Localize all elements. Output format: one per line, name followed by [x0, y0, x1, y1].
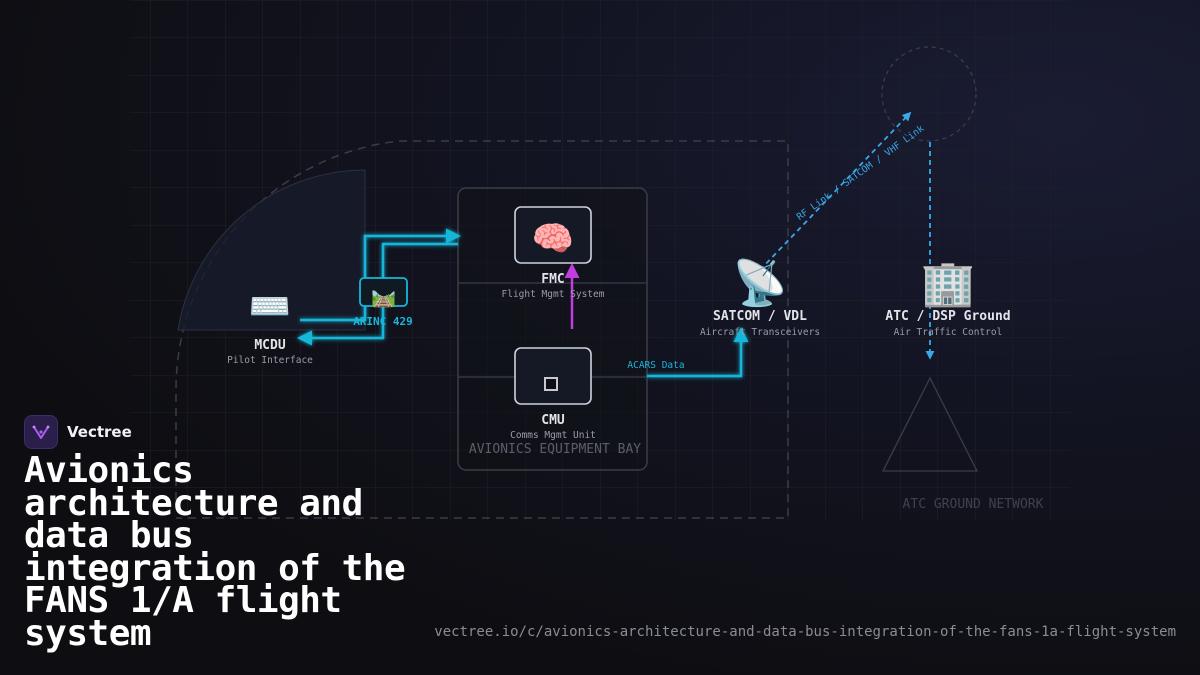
railway-track-icon: 🛤️: [371, 284, 396, 308]
brand-name: Vectree: [67, 423, 132, 441]
mcdu-sublabel: Pilot Interface: [227, 355, 313, 366]
atc-node[interactable]: 🏢 ATC / DSP Ground Air Traffic Control: [885, 258, 1010, 338]
fmc-label: FMC: [541, 272, 564, 287]
cmu-sublabel: Comms Mgmt Unit: [510, 430, 596, 441]
ground-network-triangle: [881, 376, 979, 472]
office-building-icon: 🏢: [921, 258, 976, 309]
atc-label: ATC / DSP Ground: [885, 309, 1010, 324]
cockpit-wedge: [177, 169, 366, 331]
satcom-node[interactable]: 📡 SATCOM / VDL Aircraft Transceivers: [700, 255, 820, 338]
brand[interactable]: Vectree: [24, 415, 132, 449]
vectree-logo-icon: [24, 415, 58, 449]
ground-zone-label: ATC GROUND NETWORK: [903, 497, 1044, 512]
square-icon: [544, 377, 558, 391]
acars-edge-label: ACARS Data: [627, 360, 684, 371]
satcom-sublabel: Aircraft Transceivers: [700, 327, 820, 338]
page-url[interactable]: vectree.io/c/avionics-architecture-and-d…: [434, 624, 1176, 640]
mcdu-label: MCDU: [254, 338, 285, 353]
bay-zone-label: AVIONICS EQUIPMENT BAY: [469, 442, 641, 457]
arinc-429-label: ARINC 429: [353, 315, 413, 328]
avionics-bay-zone: [457, 187, 648, 471]
cmu-node[interactable]: ▫️ CMU Comms Mgmt Unit: [510, 347, 596, 441]
brain-icon: 🧠: [532, 219, 574, 259]
cmu-icon-glyph: ▫️: [550, 387, 551, 389]
ground-station-ring: [881, 46, 977, 142]
mcdu-node[interactable]: ⌨️ MCDU Pilot Interface: [227, 287, 313, 366]
fmc-box: [514, 206, 592, 264]
arinc-429-node[interactable]: 🛤️ ARINC 429: [353, 277, 413, 328]
page-title: Avionics architecture and data bus integ…: [24, 450, 406, 654]
rf-uplink-line: [759, 111, 912, 271]
atc-sublabel: Air Traffic Control: [894, 327, 1003, 338]
aircraft-outline: [175, 140, 789, 519]
acars-line: [647, 327, 749, 378]
satellite-antenna-icon: 📡: [733, 255, 788, 309]
arinc-429-box: [359, 277, 408, 307]
fmc-sublabel: Flight Mgmt System: [502, 289, 605, 300]
satcom-label: SATCOM / VDL: [713, 309, 807, 324]
cmu-label: CMU: [541, 413, 565, 428]
keyboard-icon: ⌨️: [249, 287, 291, 327]
cmu-box: [514, 347, 592, 405]
fmc-node[interactable]: 🧠 FMC Flight Mgmt System: [502, 206, 605, 300]
